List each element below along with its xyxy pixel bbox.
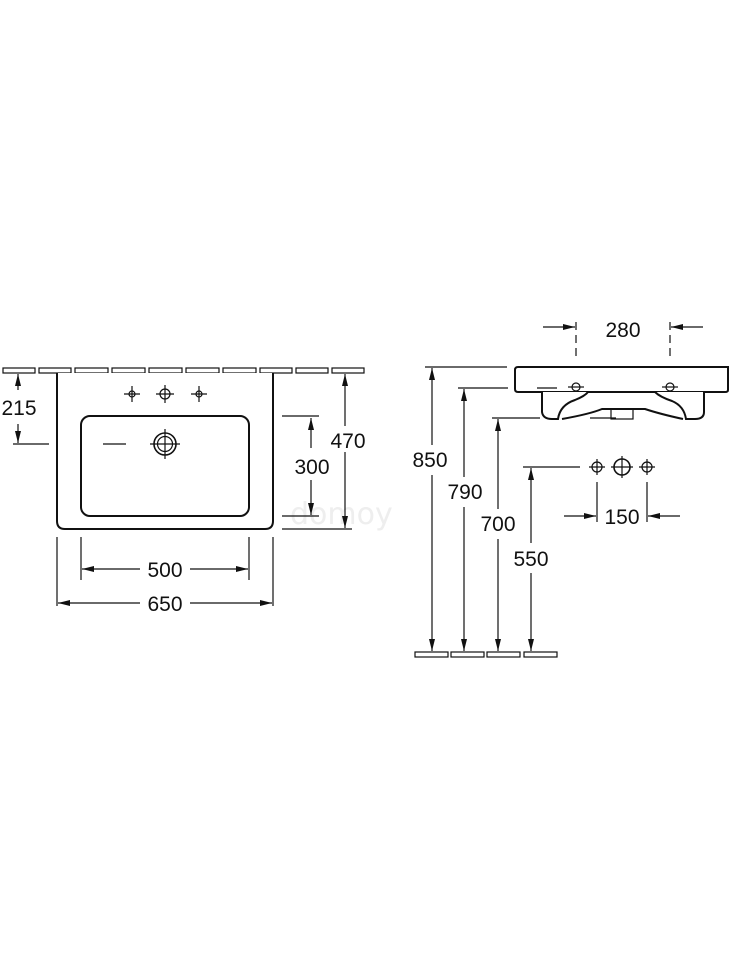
dim-650: 650 <box>147 593 182 616</box>
dim-550: 550 <box>513 548 548 571</box>
dim-790: 790 <box>447 481 482 504</box>
front-view: 215 300 470 500 650 <box>1 367 366 616</box>
tap-holes <box>124 385 207 403</box>
dim-300: 300 <box>294 456 329 479</box>
tap-hole-icon <box>124 386 140 402</box>
hole-markers <box>568 382 678 392</box>
dim-470: 470 <box>330 430 365 453</box>
floor-line <box>414 651 558 658</box>
tap-hole-icon <box>639 459 655 475</box>
dim-150: 150 <box>604 506 639 529</box>
drain-icon <box>103 429 180 459</box>
side-view: 280 850 790 700 550 150 <box>412 319 729 658</box>
dim-850: 850 <box>412 449 447 472</box>
watermark: domoy <box>290 497 393 532</box>
tap-hole-icon <box>589 459 605 475</box>
overflow-outlet <box>610 408 634 420</box>
dim-215: 215 <box>1 397 36 420</box>
dim-280: 280 <box>605 319 640 342</box>
wall-line <box>2 367 365 374</box>
tap-hole-icon <box>191 386 207 402</box>
pedestal-outline <box>541 391 705 420</box>
tap-hole-icon <box>611 456 633 478</box>
tap-hole-icon <box>156 385 174 403</box>
basin-side-outline <box>514 366 729 393</box>
wall-tap-holes <box>589 456 655 478</box>
dim-500: 500 <box>147 559 182 582</box>
bowl-outline <box>80 415 250 517</box>
dim-700: 700 <box>480 513 515 536</box>
